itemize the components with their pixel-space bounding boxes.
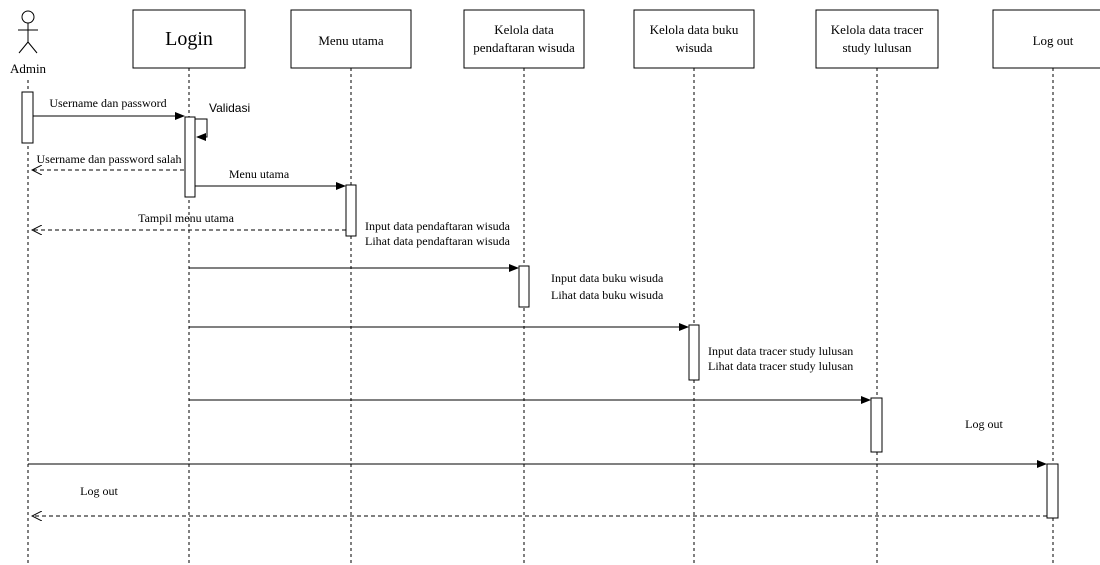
message-logout-call-label: Log out: [965, 417, 1003, 431]
lifeline-buku-line1: Kelola data buku: [650, 22, 739, 37]
activation-login: [184, 116, 196, 198]
admin-actor-icon: [18, 10, 38, 54]
note-tracer-lihat: Lihat data tracer study lulusan: [708, 359, 853, 373]
note-buku-input: Input data buku wisuda: [551, 271, 664, 285]
activation-buku: [688, 324, 700, 381]
lifeline-pendaftaran-line1: Kelola data: [494, 22, 554, 37]
note-tracer-input: Input data tracer study lulusan: [708, 344, 853, 358]
message-logout-return-label: Log out: [80, 484, 118, 498]
lifeline-header-login: Login: [132, 9, 246, 69]
lifeline-header-menu-utama: Menu utama: [290, 9, 412, 69]
lifeline-login-label: Login: [165, 28, 213, 50]
lifeline-header-pendaftaran: Kelola data pendaftaran wisuda: [463, 9, 585, 69]
lifeline-buku-line2: wisuda: [676, 40, 713, 55]
activation-menu: [345, 184, 357, 237]
note-buku-lihat: Lihat data buku wisuda: [551, 288, 664, 302]
activation-logout: [1046, 463, 1059, 519]
message-tampil-menu-label: Tampil menu utama: [138, 211, 234, 225]
lifeline-menu-label: Menu utama: [318, 33, 384, 48]
activation-tracer: [870, 397, 883, 453]
note-pendaftaran-lihat: Lihat data pendaftaran wisuda: [365, 234, 511, 248]
activation-pendaftaran: [518, 265, 530, 308]
message-validasi-label: Validasi: [209, 101, 250, 115]
lifeline-header-tracer: Kelola data tracer study lulusan: [815, 9, 939, 69]
lifeline-header-buku: Kelola data buku wisuda: [633, 9, 755, 69]
lifeline-logout-label: Log out: [1033, 33, 1074, 48]
message-username-password-label: Username dan password: [49, 96, 166, 110]
note-pendaftaran-input: Input data pendaftaran wisuda: [365, 219, 511, 233]
admin-actor-label: Admin: [10, 61, 47, 76]
lifeline-tracer-line2: study lulusan: [843, 40, 912, 55]
message-validasi-self-arrow: [195, 118, 208, 141]
lifeline-tracer-line1: Kelola data tracer: [831, 22, 924, 37]
message-salah-label: Username dan password salah: [37, 152, 182, 166]
lifeline-header-logout: Log out: [992, 9, 1100, 69]
message-menu-utama-label: Menu utama: [229, 167, 290, 181]
activation-admin: [21, 91, 34, 144]
lifeline-pendaftaran-line2: pendaftaran wisuda: [473, 40, 575, 55]
